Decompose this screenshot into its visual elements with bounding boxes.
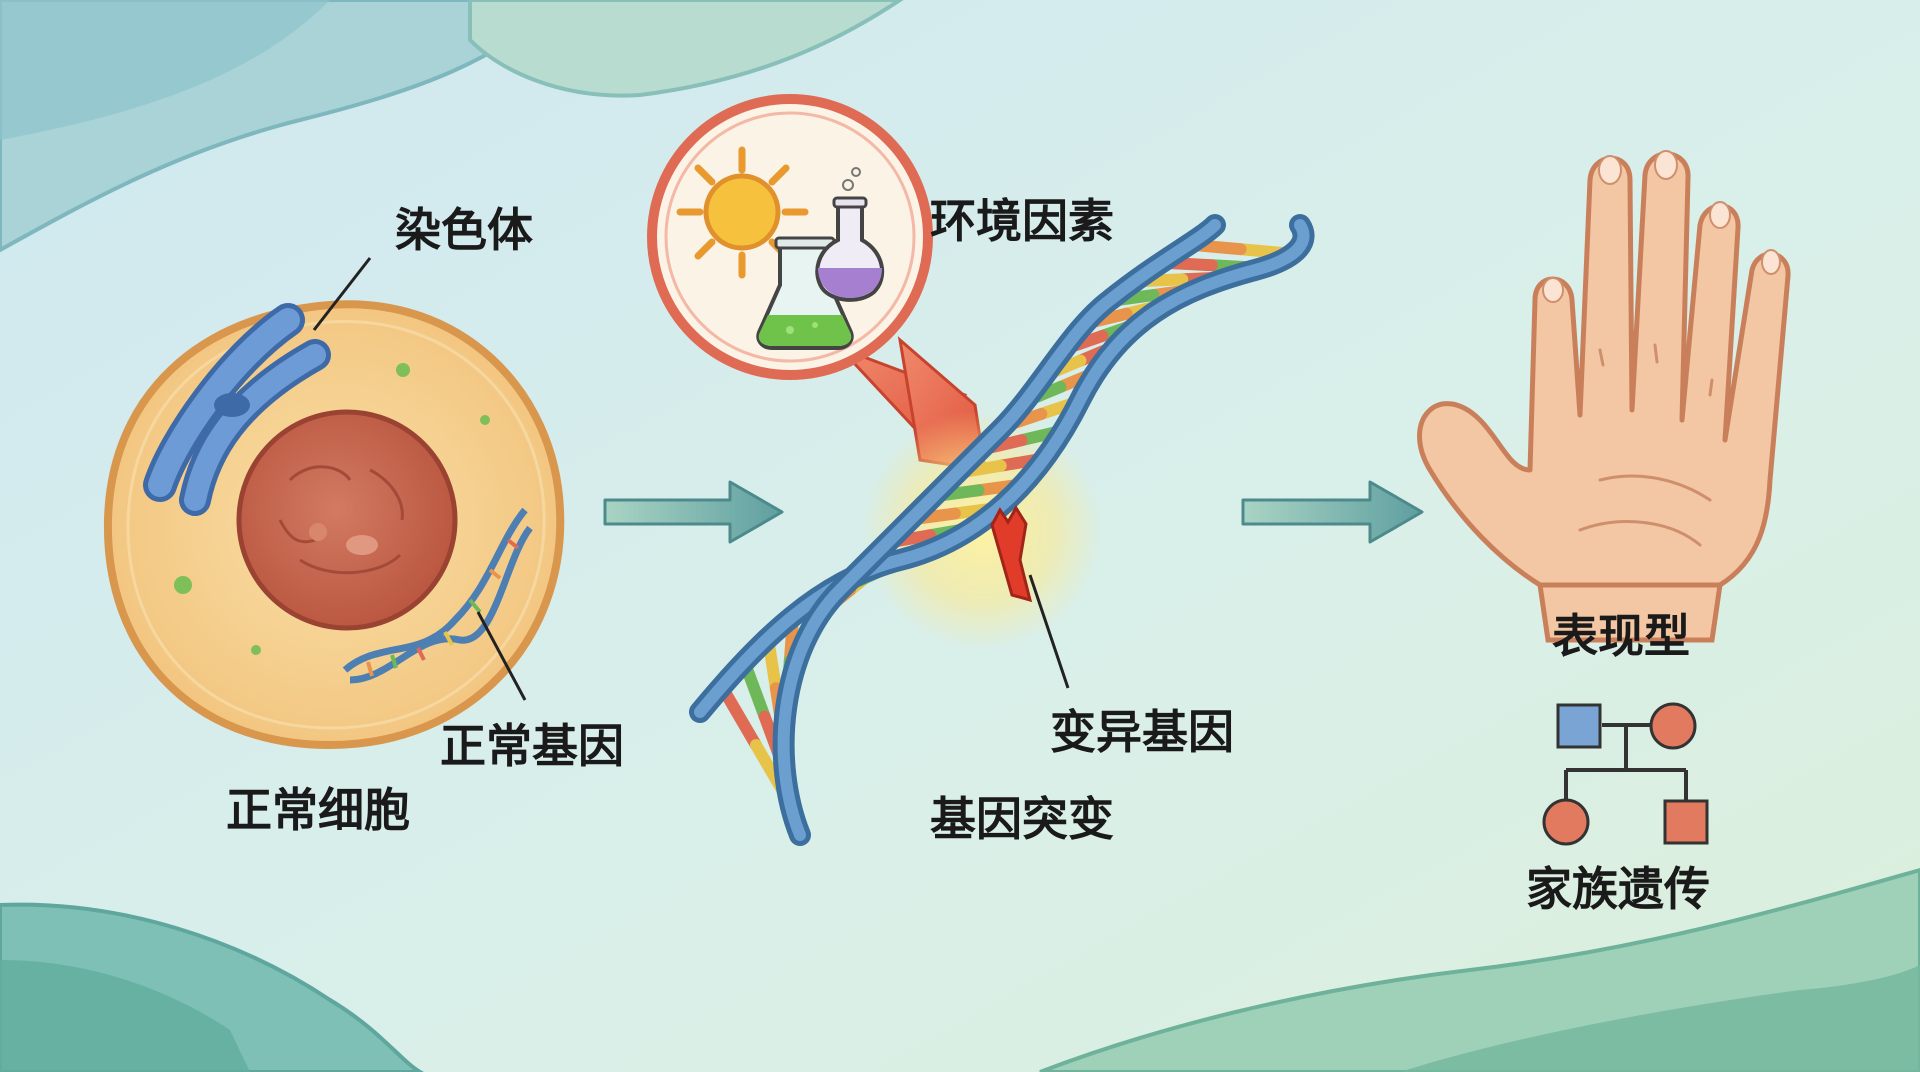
pedigree-female-parent: [1649, 702, 1697, 750]
pedigree-male-child: [1663, 799, 1709, 845]
environmental-factors-magnifier: [647, 94, 987, 472]
normal-cell-label: 正常细胞: [226, 783, 410, 837]
sun-icon: [676, 146, 809, 279]
chromosome-label: 染色体: [395, 203, 533, 257]
normal-gene-label: 正常基因: [440, 719, 624, 773]
pedigree-icon: [1542, 702, 1709, 846]
phenotype-label: 表现型: [1552, 609, 1690, 663]
nucleus: [236, 409, 458, 631]
organelles: [174, 363, 490, 655]
chromosome-leader: [312, 257, 372, 331]
mutated-gene-leader: [1028, 574, 1070, 689]
flask-icon-2: [815, 167, 885, 302]
chromosome-icon: [143, 303, 331, 516]
mutated-gene-label: 变异基因: [1050, 705, 1234, 759]
pedigree-male-parent: [1556, 703, 1602, 749]
arrow-right-icon-2: [1241, 480, 1424, 544]
normal-gene-leader: [476, 611, 527, 701]
family-inheritance-label: 家族遗传: [1526, 862, 1710, 916]
normal-cell: [103, 257, 565, 750]
mutation-break-icon: [990, 505, 1033, 603]
hand-icon: [1417, 150, 1791, 643]
pedigree-female-child: [1542, 798, 1590, 846]
environmental-factors-label: 环境因素: [930, 194, 1114, 248]
gene-mutation-label: 基因突变: [930, 792, 1114, 846]
dna-double-helix: [689, 214, 1315, 846]
cell-dna-icon: [342, 507, 533, 684]
arrow-right-icon: [603, 480, 784, 544]
